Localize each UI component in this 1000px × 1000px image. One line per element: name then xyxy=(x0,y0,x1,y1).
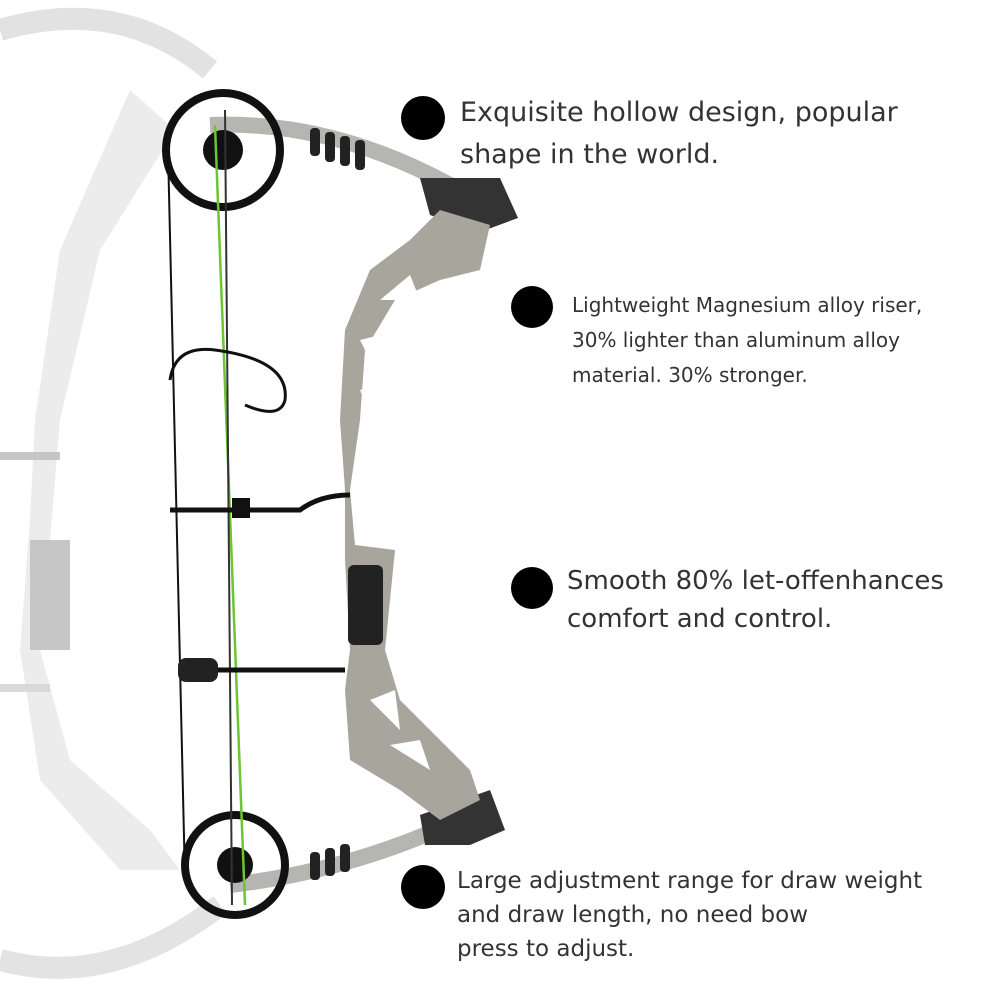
bullet-icon xyxy=(401,865,445,909)
bullet-icon xyxy=(511,286,553,328)
riser xyxy=(340,210,490,820)
ghost-bow xyxy=(0,7,227,979)
bullet-icon xyxy=(401,96,445,140)
bow-string xyxy=(167,149,186,881)
upper-cam xyxy=(162,89,284,211)
feature-hollow-design: Exquisite hollow design, popular shape i… xyxy=(460,97,898,170)
cable xyxy=(213,124,247,906)
feature-let-off: Smooth 80% let-offenhances comfort and c… xyxy=(567,566,944,634)
feature-adjustment-range: Large adjustment range for draw weight a… xyxy=(457,868,923,962)
cable-guard xyxy=(170,492,351,513)
bullet-icon xyxy=(511,567,553,609)
lower-limb-pocket xyxy=(420,790,505,845)
feature-magnesium-riser: Lightweight Magnesium alloy riser, 30% l… xyxy=(572,293,923,387)
grip xyxy=(348,565,383,645)
